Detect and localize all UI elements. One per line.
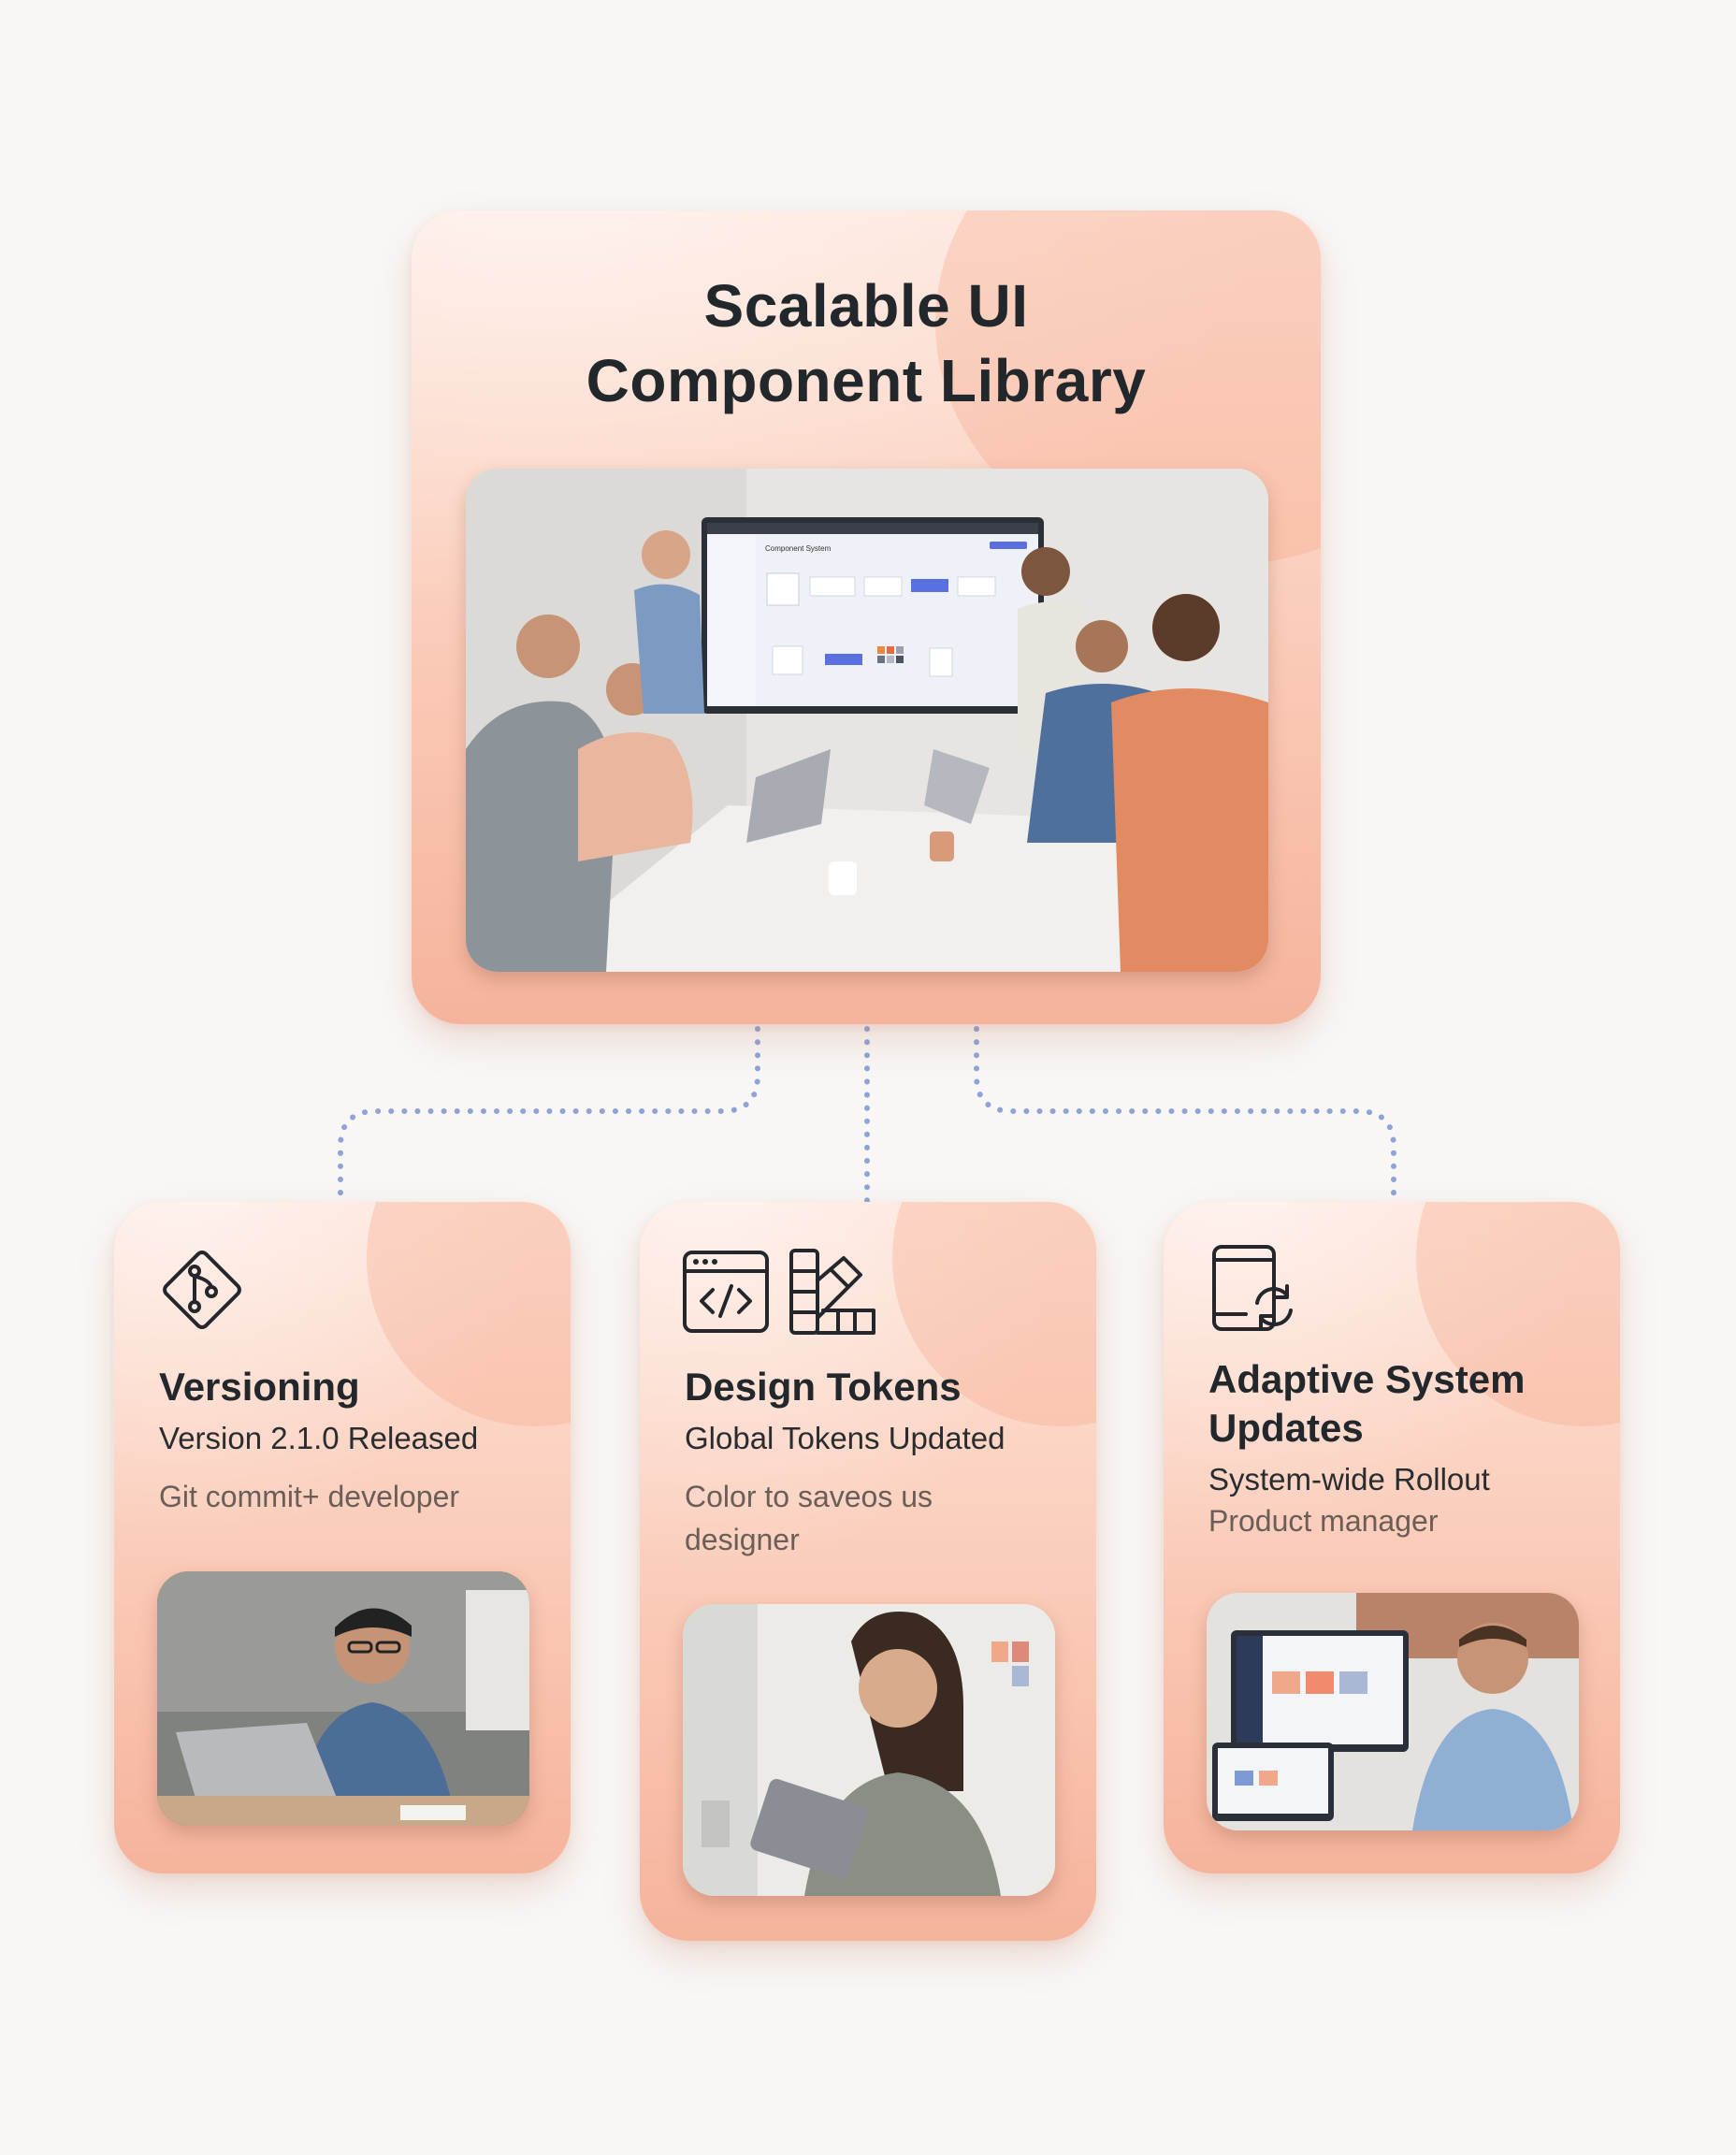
card-meta: Color to saveos us designer	[685, 1475, 933, 1561]
card-subtitle: System-wide Rollout	[1208, 1462, 1490, 1497]
card-swoosh	[367, 1202, 571, 1426]
team-meeting-photo: Component System	[466, 469, 1268, 972]
card-adaptive-updates: Adaptive System Updates System-wide Roll…	[1164, 1202, 1620, 1873]
people	[466, 530, 1268, 972]
card-meta: Git commit+ developer	[159, 1480, 460, 1513]
card-title-line1: Adaptive System	[1208, 1357, 1526, 1401]
main-title-line1: Scalable UI	[703, 272, 1029, 340]
product-manager-photo	[1207, 1593, 1579, 1830]
card-versioning: Versioning Version 2.1.0 Released Git co…	[114, 1202, 571, 1873]
screen-title: Component System	[765, 544, 832, 553]
git-branch-icon	[155, 1243, 249, 1341]
main-title-line2: Component Library	[586, 347, 1147, 414]
designer-photo	[683, 1604, 1055, 1896]
connector-right	[974, 1026, 1396, 1205]
card-title: Adaptive System Updates	[1208, 1355, 1525, 1453]
card-meta-line2: designer	[685, 1523, 800, 1556]
card-design-tokens: Design Tokens Global Tokens Updated Colo…	[640, 1202, 1096, 1941]
connector-left	[338, 1026, 760, 1205]
main-title: Scalable UI Component Library	[412, 268, 1321, 418]
card-title: Versioning	[159, 1365, 360, 1409]
device-sync-icon	[1208, 1243, 1298, 1338]
code-window-icon	[681, 1247, 771, 1341]
card-subtitle: Version 2.1.0 Released	[159, 1421, 479, 1455]
card-meta-line1: Color to saveos us	[685, 1480, 933, 1513]
main-card: Scalable UI Component Library Component …	[412, 210, 1321, 1024]
card-title: Design Tokens	[685, 1365, 962, 1409]
team-meeting-illustration: Component System	[466, 469, 1268, 972]
developer-photo	[157, 1571, 529, 1826]
card-meta: Product manager	[1208, 1504, 1439, 1538]
card-title-line2: Updates	[1208, 1406, 1364, 1450]
color-palette-icon	[786, 1247, 879, 1341]
card-subtitle: Global Tokens Updated	[685, 1421, 1005, 1455]
